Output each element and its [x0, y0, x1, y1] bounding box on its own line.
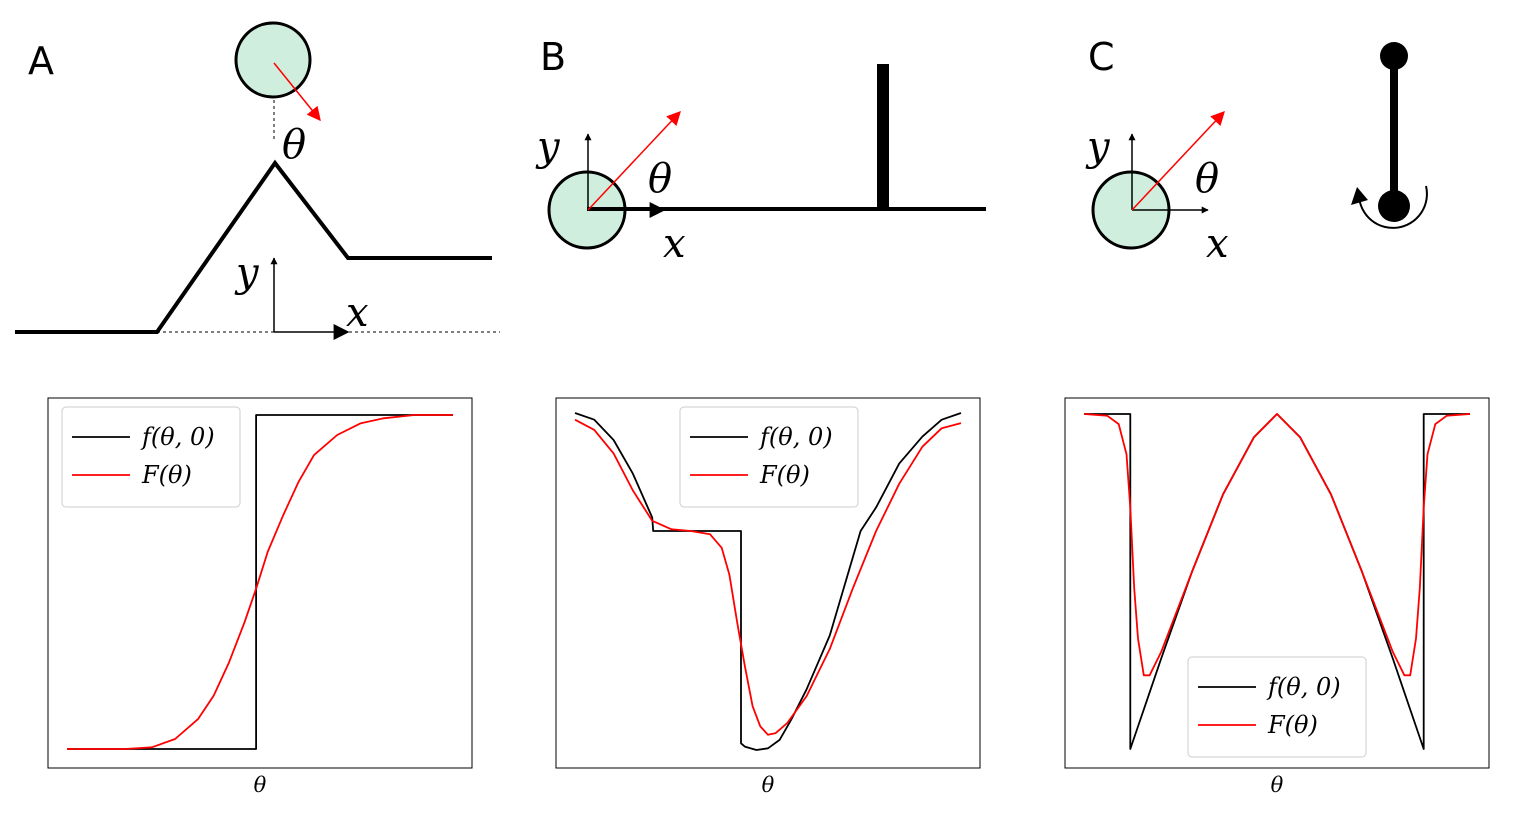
- series-line-f: [67, 414, 453, 750]
- panel-c-letter: C: [1088, 35, 1115, 79]
- series-line-F: [1083, 413, 1471, 677]
- panel-a-theta-label: θ: [282, 122, 306, 168]
- panel-a-letter: A: [28, 39, 54, 83]
- panel-b-theta-label: θ: [648, 156, 672, 202]
- legend: f(θ, 0) F(θ): [1187, 656, 1367, 758]
- legend-label: F(θ): [759, 461, 810, 489]
- legend-box: [1187, 656, 1367, 758]
- x-axis-label: θ: [1271, 773, 1284, 797]
- panel-a-diagram: A θ y x: [15, 21, 500, 340]
- series-line-F: [67, 414, 453, 750]
- legend: f(θ, 0) F(θ): [61, 406, 241, 508]
- legend-box: [61, 406, 241, 508]
- panel-b-direction-arrow: [587, 110, 681, 211]
- legend-label: F(θ): [1267, 711, 1318, 739]
- panel-b-wall: [877, 64, 889, 210]
- panel-b-letter: B: [540, 35, 566, 79]
- series-line-F: [574, 418, 962, 736]
- panel-b-y-label: y: [535, 124, 561, 170]
- panel-b-x-label: x: [663, 221, 686, 267]
- series-line-f: [574, 412, 962, 751]
- panel-a-direction-arrow: [273, 62, 321, 122]
- panel-a-y-label: y: [234, 250, 260, 296]
- panel-b-diagram: B θ y x: [535, 35, 986, 267]
- panel-c-x-label: x: [1206, 221, 1229, 267]
- legend-label: f(θ, 0): [140, 423, 215, 451]
- legend-label: f(θ, 0): [758, 423, 833, 451]
- legend-label: F(θ): [141, 461, 192, 489]
- legend-label: f(θ, 0): [1266, 673, 1341, 701]
- panel-a-terrain: [15, 159, 492, 334]
- legend: f(θ, 0) F(θ): [679, 406, 859, 508]
- panel-c-theta-label: θ: [1195, 156, 1219, 202]
- panel-c-rotation-arrow-icon: [1358, 185, 1428, 229]
- panel-c-direction-arrow: [1131, 110, 1225, 211]
- chart-1: θ f(θ, 0) F(θ): [47, 397, 473, 797]
- panel-c-pendulum-pivot: [1378, 190, 1410, 222]
- panel-c-rotation-arrowhead: [1351, 187, 1368, 205]
- legend-box: [679, 406, 859, 508]
- panel-c-pendulum-top-joint: [1380, 42, 1408, 70]
- charts-row: θ f(θ, 0) F(θ) θ f(θ, 0) F(θ) θ f(θ, 0) F(θ): [47, 397, 1490, 797]
- panel-c-diagram: C θ y x: [1085, 35, 1428, 267]
- x-axis-label: θ: [254, 773, 267, 797]
- panel-a-ball: [234, 21, 312, 99]
- panel-a-x-label: x: [346, 290, 369, 336]
- panel-c-y-label: y: [1085, 124, 1111, 170]
- chart-3: θ f(θ, 0) F(θ): [1064, 397, 1490, 797]
- chart-2: θ f(θ, 0) F(θ): [555, 397, 981, 797]
- x-axis-label: θ: [762, 773, 775, 797]
